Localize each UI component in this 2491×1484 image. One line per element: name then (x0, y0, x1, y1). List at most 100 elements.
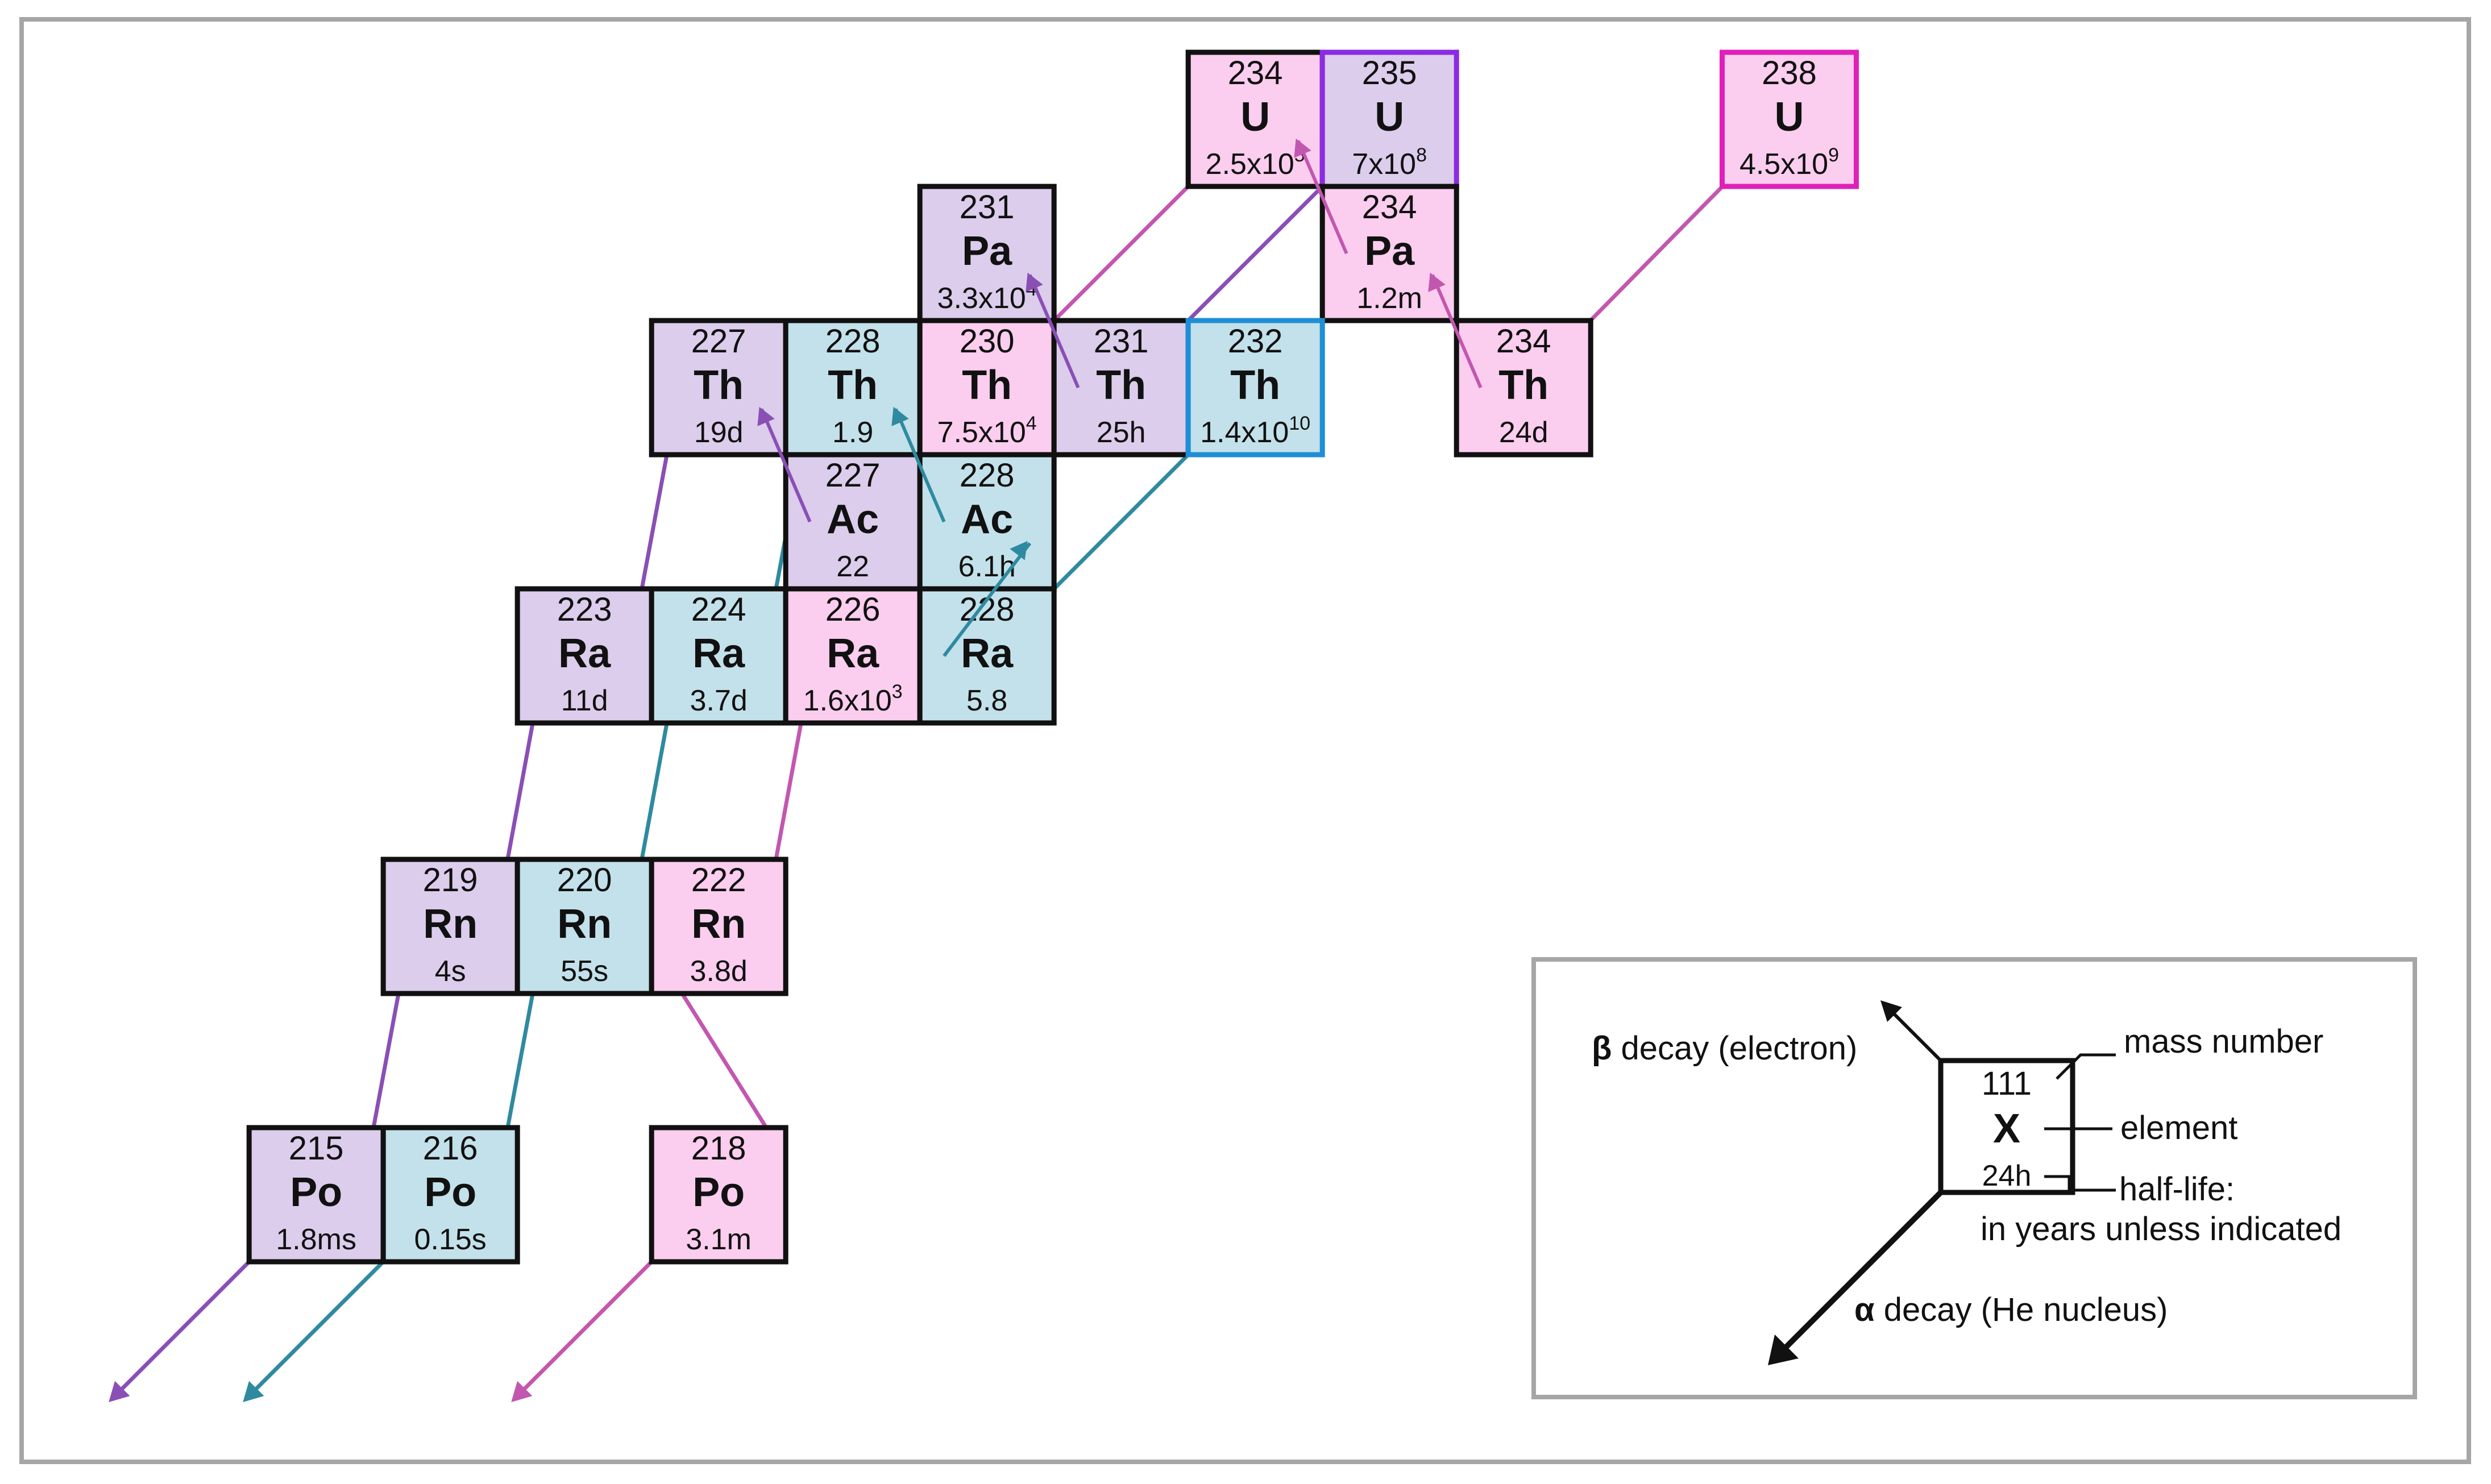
half-life: 1.6x103 (803, 681, 903, 717)
alpha-decay-arrow (1040, 166, 1209, 334)
mass-number: 238 (1762, 55, 1817, 92)
nuclide-box (514, 857, 654, 996)
half-life: 1.9 (832, 416, 873, 449)
legend-beta-arrow (1887, 1007, 1942, 1062)
mass-number: 231 (1094, 323, 1149, 360)
half-life: 0.15s (414, 1223, 487, 1256)
half-life-value: 4.5x10 (1739, 148, 1828, 181)
mass-number: 228 (960, 457, 1015, 494)
half-life: 7x108 (1352, 144, 1427, 181)
half-life-value: 25h (1097, 416, 1146, 449)
nuclide-box (649, 1125, 788, 1265)
nuclide-box (246, 1125, 386, 1265)
mass-number: 232 (1228, 323, 1283, 360)
beta-arrowhead (1010, 541, 1028, 560)
legend-halflife-label-1: half-life: (2119, 1171, 2235, 1208)
element-symbol: Ac (961, 497, 1013, 542)
alpha-decay-arrow (1577, 166, 1743, 334)
half-life-value: 19d (694, 416, 744, 449)
beta-decay-arrow (1028, 274, 1080, 389)
mass-number: 223 (557, 591, 612, 628)
half-life-value: 1.6x10 (803, 684, 892, 717)
half-life: 4s (435, 955, 466, 988)
mass-number: 218 (691, 1130, 746, 1167)
nuclide-box (1454, 318, 1593, 458)
mass-number: 235 (1362, 55, 1417, 92)
half-life: 1.4x1010 (1200, 413, 1310, 449)
half-life-value: 3.1m (686, 1223, 752, 1256)
beta-decay-arrow (1296, 140, 1348, 255)
legend-halflife-leader (2044, 1175, 2116, 1192)
half-life-value: 3.3x10 (937, 282, 1026, 315)
half-life: 55s (561, 955, 608, 988)
alpha-decay-arrow (516, 1241, 672, 1397)
beta-arrowhead (1294, 138, 1311, 158)
element-symbol: Pa (1364, 228, 1415, 274)
element-symbol: U (1774, 94, 1804, 140)
element-symbol: Ra (827, 631, 879, 676)
legend: 111 X 24h β decay (electron) mass number… (1531, 957, 2417, 1399)
legend-alpha-arrow (1776, 1190, 1943, 1357)
half-life-value: 1.9 (832, 416, 873, 449)
alpha-arrowhead (243, 1381, 264, 1402)
nuclide-box (514, 586, 654, 726)
element-symbol: Th (694, 363, 744, 408)
mass-number: 234 (1496, 323, 1551, 360)
mass-number: 219 (423, 862, 478, 899)
mass-number: 234 (1362, 189, 1417, 226)
half-life-value: 1.2m (1356, 282, 1422, 315)
half-life-value: 1.4x10 (1200, 416, 1289, 449)
element-symbol: Pa (962, 228, 1012, 274)
element-symbol: Po (692, 1170, 745, 1215)
legend-mass-leader (2056, 1053, 2116, 1080)
element-symbol: Th (1498, 363, 1548, 408)
nuclide-box (917, 184, 1057, 323)
alpha-decay-arrow (503, 704, 538, 872)
mass-number: 227 (691, 323, 746, 360)
alpha-decay-arrow (637, 435, 672, 601)
half-life: 25h (1097, 416, 1146, 449)
mass-number: 216 (423, 1130, 478, 1167)
half-life: 11d (561, 684, 608, 717)
half-life-exponent: 10 (1289, 413, 1310, 434)
alpha-decay-arrow (503, 974, 538, 1140)
element-symbol: Th (828, 363, 878, 408)
element-symbol: U (1375, 94, 1404, 140)
half-life-exponent: 3 (892, 681, 903, 702)
half-life-value: 1.8ms (276, 1223, 356, 1256)
element-symbol: Th (962, 363, 1012, 408)
element-symbol: Ac (827, 497, 879, 542)
element-symbol: Ra (692, 631, 745, 676)
mass-number: 220 (557, 862, 612, 899)
element-symbol: Po (290, 1170, 342, 1215)
element-symbol: Po (424, 1170, 476, 1215)
legend-beta-symbol: β (1592, 1030, 1612, 1067)
beta-decay-arrow (759, 408, 812, 523)
half-life-value: 11d (561, 684, 608, 717)
beta-decay-arrow (1430, 274, 1483, 389)
nuclide-box (917, 586, 1057, 726)
half-life-value: 7.5x10 (937, 416, 1026, 449)
alpha-arrowhead (109, 1381, 130, 1402)
legend-example-halflife: 24h (1982, 1159, 2032, 1192)
nuclide-box (380, 1125, 520, 1265)
half-life-value: 6.1h (958, 550, 1016, 583)
element-symbol: Rn (423, 901, 478, 947)
mass-number: 227 (825, 457, 881, 494)
mass-number: 230 (960, 323, 1015, 360)
mass-number: 215 (289, 1130, 344, 1167)
half-life-value: 7x10 (1352, 148, 1416, 181)
element-symbol: Ra (961, 631, 1014, 676)
half-life-value: 3.8d (690, 955, 748, 988)
legend-frame (1531, 957, 2417, 1399)
half-life: 22 (836, 550, 869, 583)
